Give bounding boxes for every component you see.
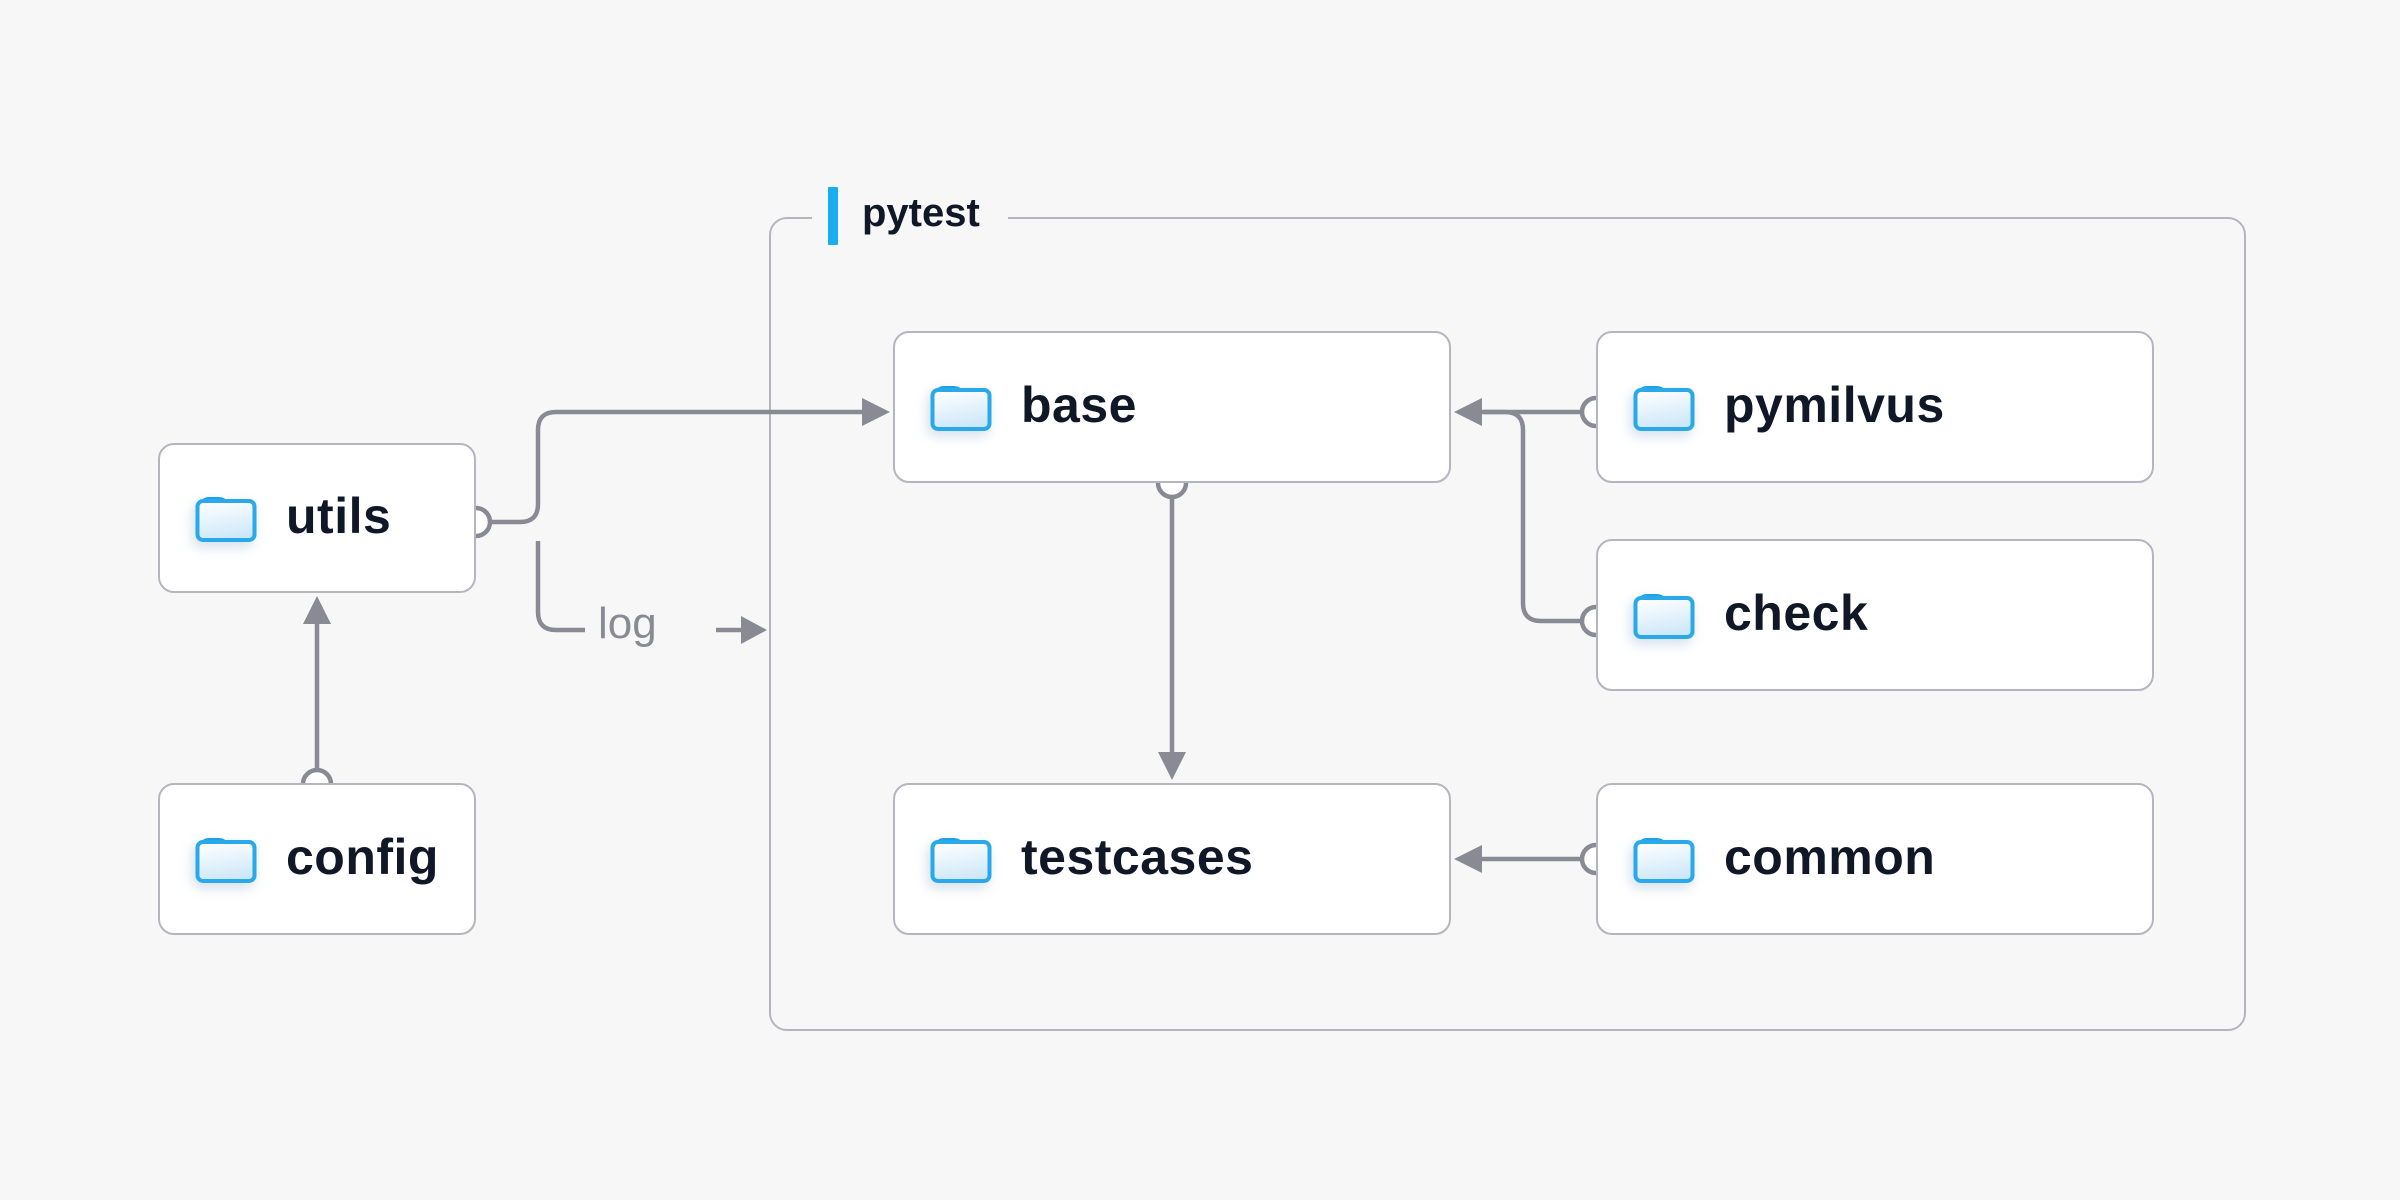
pytest-group-label-text: pytest	[862, 191, 980, 235]
node-common: common	[1596, 783, 2154, 935]
folder-icon	[195, 497, 257, 542]
node-base: base	[893, 331, 1451, 483]
node-label: pymilvus	[1724, 377, 1945, 433]
folder-icon	[930, 386, 992, 431]
node-pymilvus: pymilvus	[1596, 331, 2154, 483]
folder-icon	[930, 838, 992, 883]
edge-config-utils	[300, 596, 334, 801]
node-label: check	[1724, 585, 1869, 641]
node-utils: utils	[158, 443, 476, 593]
folder-icon	[195, 838, 257, 883]
node-check: check	[1596, 539, 2154, 691]
node-label: config	[286, 829, 439, 885]
node-label: base	[1021, 377, 1137, 433]
pytest-group-label: pytest	[812, 186, 1008, 246]
node-label: utils	[286, 488, 392, 544]
node-testcases: testcases	[893, 783, 1451, 935]
node-config: config	[158, 783, 476, 935]
folder-icon	[1633, 386, 1695, 431]
pytest-group-container	[769, 217, 2246, 1031]
node-label: common	[1724, 829, 1936, 885]
node-label: testcases	[1021, 829, 1254, 885]
folder-icon	[1633, 594, 1695, 639]
folder-icon	[1633, 838, 1695, 883]
edge-label-log: log	[598, 599, 657, 648]
accent-bar	[828, 187, 838, 245]
